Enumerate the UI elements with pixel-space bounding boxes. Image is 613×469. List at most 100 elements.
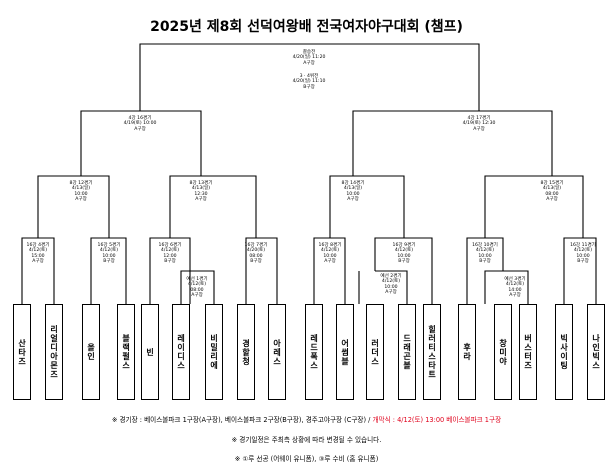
team-box: 비밀리에	[205, 304, 223, 400]
match-label-line: 12:00	[163, 253, 177, 259]
team-box: 레이디스	[172, 304, 190, 400]
match-label-line: B구장	[303, 84, 315, 90]
match-label-line: 4/12(토)	[320, 248, 340, 254]
match-label-line: 10:00	[478, 253, 492, 259]
match-label-line: A구장	[546, 197, 558, 203]
match-label-line: 15:00	[31, 253, 45, 259]
match-label-line: 16강 10경기	[472, 243, 498, 248]
match-label-line: 예선 3경기	[504, 277, 526, 282]
match-label-line: 16강 7경기	[244, 243, 268, 248]
match-label-line: 4강 16경기	[128, 116, 152, 121]
match-label-line: 예선 2경기	[380, 274, 402, 279]
match-label-line: 4/12(토)	[394, 248, 414, 254]
match-label-line: 10:00	[576, 253, 590, 259]
match-label-line: 16강 6경기	[158, 243, 182, 248]
team-box: 버스터즈	[519, 304, 537, 400]
match-label-line: A구장	[75, 197, 87, 203]
team-box: 어썸블	[336, 304, 354, 400]
match-label-line: 10:00	[323, 253, 337, 259]
page-title: 2025년 제8회 선덕여왕배 전국여자야구대회 (챔프)	[150, 19, 463, 35]
match-label-line: 4/12(토)	[187, 282, 207, 288]
match-label-line: 8강 15경기	[540, 181, 564, 186]
match-label-line: A구장	[303, 60, 315, 66]
match-label-line: 12:30	[194, 191, 208, 197]
match-label-line: B구장	[164, 259, 176, 265]
match-label-line: B구장	[103, 259, 115, 265]
match-label-line: A구장	[191, 293, 203, 299]
match-label-line: 10:00	[346, 191, 360, 197]
match-label-line: 4/12(토)	[28, 248, 48, 254]
match-label-line: 08:00	[545, 191, 559, 197]
match-label-line: A구장	[473, 126, 485, 132]
match-label-line: A구장	[134, 126, 146, 132]
match-label-line: A구장	[347, 197, 359, 203]
match-label-line: 4/13(일)	[191, 186, 211, 192]
team-box: 창미야	[494, 304, 512, 400]
match-label-line: B구장	[479, 259, 491, 265]
match-label-line: A구장	[509, 293, 521, 299]
match-label-line: 4/12(토)	[160, 248, 180, 254]
match-label-line: 4/13(일)	[71, 186, 91, 192]
match-label-line: 16강 5경기	[97, 243, 121, 248]
team-box: 레드폭스	[305, 304, 323, 400]
match-label-line: A구장	[385, 290, 397, 296]
match-label-line: 10:00	[102, 253, 116, 259]
match-label-line: 8강 12경기	[69, 181, 93, 186]
match-label-line: 4/12(토)	[381, 279, 401, 285]
team-box: 산타즈	[13, 304, 31, 400]
team-box: 올인	[82, 304, 100, 400]
match-label-line: 4/12(토)	[573, 248, 593, 254]
match-label-line: 예선 1경기	[186, 277, 208, 282]
team-box: 나인빅스	[587, 304, 605, 400]
match-label-line: 16강 8경기	[318, 243, 342, 248]
footer-venue-text: ※ 경기장 : 베이스볼파크 1구장(A구장), 베이스볼파크 2구장(B구장)…	[111, 416, 373, 424]
team-box: 아레스	[268, 304, 286, 400]
match-label-line: 16강 11경기	[570, 243, 596, 248]
match-label-line: 4/13(일)	[542, 186, 562, 192]
match-label-line: 10:00	[384, 284, 398, 290]
match-label-line: A구장	[324, 259, 336, 265]
match-label-line: A구장	[195, 197, 207, 203]
match-label-line: A구장	[32, 259, 44, 265]
footer-venue: ※ 경기장 : 베이스볼파크 1구장(A구장), 베이스볼파크 2구장(B구장)…	[0, 414, 613, 424]
match-label-line: B구장	[577, 259, 589, 265]
match-label-line: 결승전	[302, 50, 316, 55]
match-label-line: 8강 14경기	[341, 181, 365, 186]
match-label-line: 4/19(토) 12:30	[462, 121, 496, 127]
match-label-line: 4/20(일) 11:10	[292, 79, 326, 85]
team-box: 블랙펄스	[117, 304, 135, 400]
match-label-line: 3 · 4위전	[299, 74, 319, 79]
match-label-line: 10:00	[397, 253, 411, 259]
match-label-line: 10:00	[74, 191, 88, 197]
match-label-line: 14:00	[508, 287, 522, 293]
team-box: 빅사이팅	[555, 304, 573, 400]
match-label-line: 08:00	[249, 253, 263, 259]
team-box: 러더스	[366, 304, 384, 400]
match-label-line: 4강 17경기	[467, 116, 491, 121]
match-label-line: 4/19(토) 10:00	[123, 121, 157, 127]
team-box: 리얼디아몬즈	[45, 304, 63, 400]
match-label-line: 4/12(토)	[505, 282, 525, 288]
footer-schedule-notice: ※ 경기일정은 주최측 상황에 따라 변경될 수 있습니다.	[231, 436, 382, 444]
match-label-line: 4/20(일) 11:20	[292, 55, 326, 61]
match-label-line: B구장	[398, 259, 410, 265]
team-box: 빈	[141, 304, 159, 400]
team-box: 힐러티스타트	[423, 304, 441, 400]
